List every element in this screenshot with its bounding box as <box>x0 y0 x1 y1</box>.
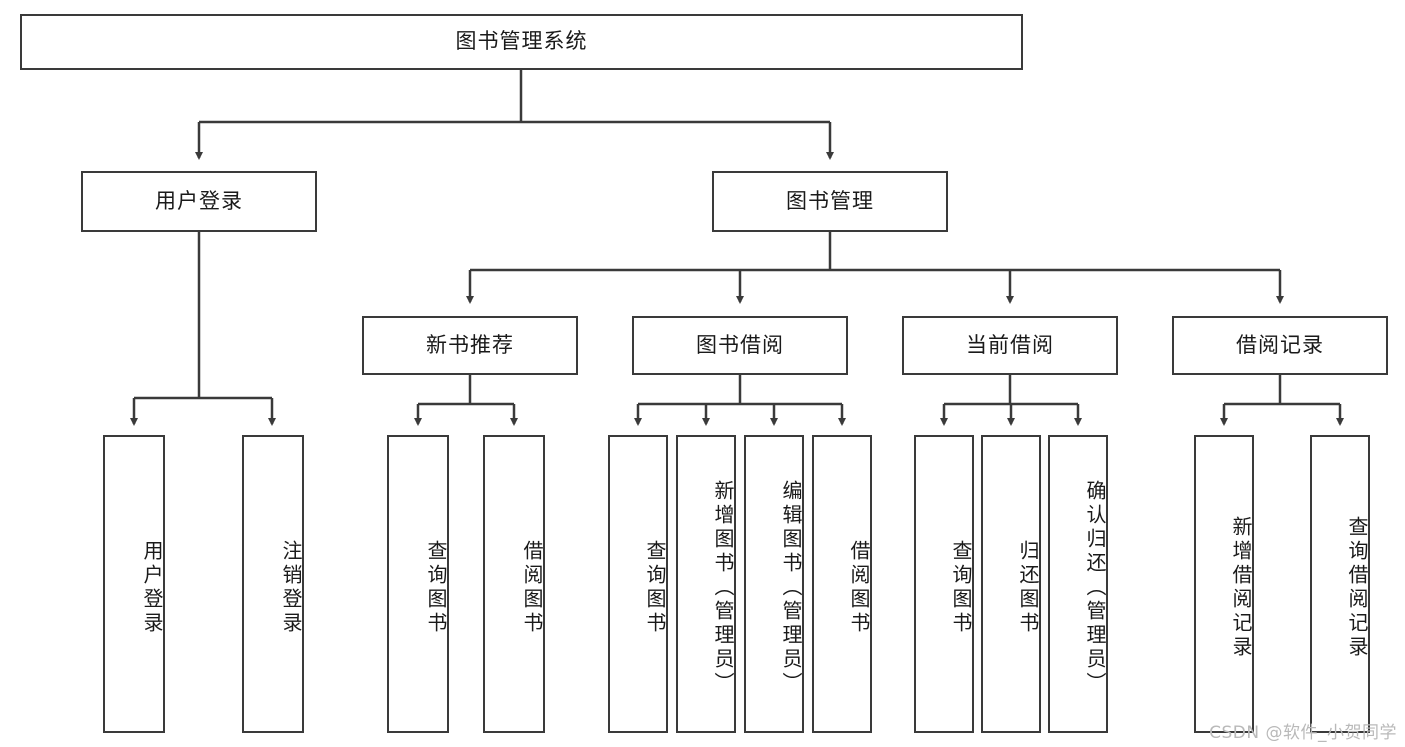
leaf-return-book[interactable]: 归还图书 <box>981 435 1041 733</box>
leaf-add-book-admin-label: 新增图书（管理员） <box>711 480 735 696</box>
leaf-confirm-return-admin[interactable]: 确认归还（管理员） <box>1048 435 1108 733</box>
watermark-text: CSDN @软件_小贺同学 <box>1209 723 1397 743</box>
node-root[interactable]: 图书管理系统 <box>20 14 1023 70</box>
node-user-login[interactable]: 用户登录 <box>81 171 317 232</box>
node-book-management-label: 图书管理 <box>786 188 874 213</box>
leaf-borrow-books-recommend-label: 借阅图书 <box>520 540 544 636</box>
node-new-book-recommend-label: 新书推荐 <box>426 332 514 357</box>
node-borrow-records[interactable]: 借阅记录 <box>1172 316 1388 375</box>
leaf-user-login[interactable]: 用户登录 <box>103 435 165 733</box>
leaf-logout[interactable]: 注销登录 <box>242 435 304 733</box>
leaf-add-borrow-record[interactable]: 新增借阅记录 <box>1194 435 1254 733</box>
leaf-logout-label: 注销登录 <box>279 540 303 636</box>
leaf-confirm-return-admin-label: 确认归还（管理员） <box>1083 480 1107 696</box>
node-book-borrow-label: 图书借阅 <box>696 332 784 357</box>
leaf-user-login-label: 用户登录 <box>140 540 164 636</box>
leaf-borrow-book-label: 借阅图书 <box>847 540 871 636</box>
node-root-label: 图书管理系统 <box>455 29 588 54</box>
leaf-query-books-recommend-label: 查询图书 <box>424 540 448 636</box>
leaf-return-book-label: 归还图书 <box>1016 540 1040 636</box>
leaf-query-books-current-label: 查询图书 <box>949 540 973 636</box>
leaf-borrow-book[interactable]: 借阅图书 <box>812 435 872 733</box>
node-book-borrow[interactable]: 图书借阅 <box>632 316 848 375</box>
leaf-query-books-recommend[interactable]: 查询图书 <box>387 435 449 733</box>
node-current-borrow-label: 当前借阅 <box>966 332 1054 357</box>
node-user-login-label: 用户登录 <box>155 188 243 213</box>
leaf-query-borrow-record[interactable]: 查询借阅记录 <box>1310 435 1370 733</box>
leaf-query-books-borrow-label: 查询图书 <box>643 540 667 636</box>
leaf-borrow-books-recommend[interactable]: 借阅图书 <box>483 435 545 733</box>
leaf-add-borrow-record-label: 新增借阅记录 <box>1229 516 1253 660</box>
node-book-management[interactable]: 图书管理 <box>712 171 948 232</box>
node-current-borrow[interactable]: 当前借阅 <box>902 316 1118 375</box>
leaf-edit-book-admin-label: 编辑图书（管理员） <box>779 480 803 696</box>
leaf-query-books-current[interactable]: 查询图书 <box>914 435 974 733</box>
leaf-query-borrow-record-label: 查询借阅记录 <box>1345 516 1369 660</box>
leaf-edit-book-admin[interactable]: 编辑图书（管理员） <box>744 435 804 733</box>
leaf-query-books-borrow[interactable]: 查询图书 <box>608 435 668 733</box>
leaf-add-book-admin[interactable]: 新增图书（管理员） <box>676 435 736 733</box>
node-new-book-recommend[interactable]: 新书推荐 <box>362 316 578 375</box>
node-borrow-records-label: 借阅记录 <box>1236 332 1324 357</box>
